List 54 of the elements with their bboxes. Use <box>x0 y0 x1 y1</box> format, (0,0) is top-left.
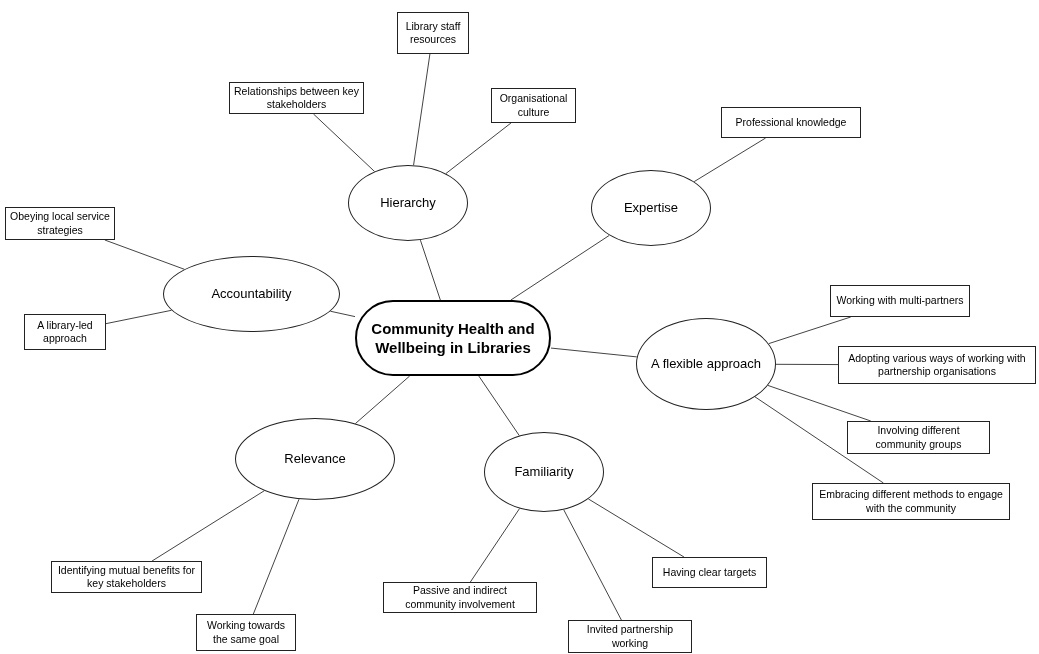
subtheme-label: Organisational culture <box>498 92 569 119</box>
subtheme-label: A library-led approach <box>36 318 94 346</box>
connector-line <box>754 396 884 484</box>
central-topic-label: Community Health and Wellbeing in Libraries <box>370 318 536 358</box>
connector-line <box>419 239 441 301</box>
subtheme-label: Involving different community groups <box>874 424 963 451</box>
subtheme-box <box>397 12 469 54</box>
connector-line <box>151 490 265 562</box>
subtheme-label: Invited partnership working <box>585 623 675 650</box>
theme-label: Accountability <box>211 285 292 303</box>
connector-line <box>550 347 638 358</box>
subtheme-box <box>196 614 296 651</box>
theme-label: A flexible approach <box>651 355 761 373</box>
subtheme-label: Embracing different methods to engage with the community <box>818 488 1004 515</box>
connector-line <box>354 375 411 425</box>
subtheme-label: Working towards the same goal <box>206 619 286 646</box>
theme-label: Familiarity <box>514 463 574 481</box>
subtheme-box <box>383 582 537 613</box>
connector-line <box>413 53 431 166</box>
connector-line <box>469 508 521 583</box>
subtheme-box <box>24 314 106 350</box>
subtheme-label: Passive and indirect community involvement <box>404 584 516 611</box>
theme-label: Relevance <box>284 450 346 468</box>
subtheme-box <box>838 346 1036 384</box>
subtheme-label: Adopting various ways of working with partnership organisations <box>847 351 1027 379</box>
connector-line <box>313 113 375 172</box>
subtheme-label: Identifying mutual benefits for key stakeholders <box>56 563 197 591</box>
subtheme-label: Having clear targets <box>662 565 757 580</box>
subtheme-box <box>812 483 1010 520</box>
theme-label: Hierarchy <box>380 194 436 212</box>
connector-line <box>252 498 300 615</box>
connector-line <box>768 316 852 345</box>
subtheme-box <box>652 557 767 588</box>
subtheme-label: Obeying local service strategies <box>10 210 110 237</box>
connector-line <box>329 310 356 318</box>
subtheme-box <box>830 285 970 317</box>
connector-line <box>478 375 520 437</box>
subtheme-label: Professional knowledge <box>735 115 847 130</box>
subtheme-box <box>491 88 576 123</box>
connector-line <box>445 122 512 175</box>
subtheme-box <box>568 620 692 653</box>
connector-line <box>587 498 685 558</box>
subtheme-label: Working with multi-partners <box>836 294 964 308</box>
subtheme-box <box>847 421 990 454</box>
connector-line <box>775 363 839 366</box>
theme-label: Expertise <box>623 199 679 217</box>
connector-line <box>104 239 185 270</box>
connector-line <box>105 309 173 325</box>
subtheme-label: Relationships between key stakeholders <box>234 84 359 112</box>
subtheme-box <box>721 107 861 138</box>
connector-line <box>510 234 610 301</box>
connector-line <box>563 509 622 621</box>
subtheme-label: Library staff resources <box>404 19 462 47</box>
connector-line <box>693 137 767 183</box>
